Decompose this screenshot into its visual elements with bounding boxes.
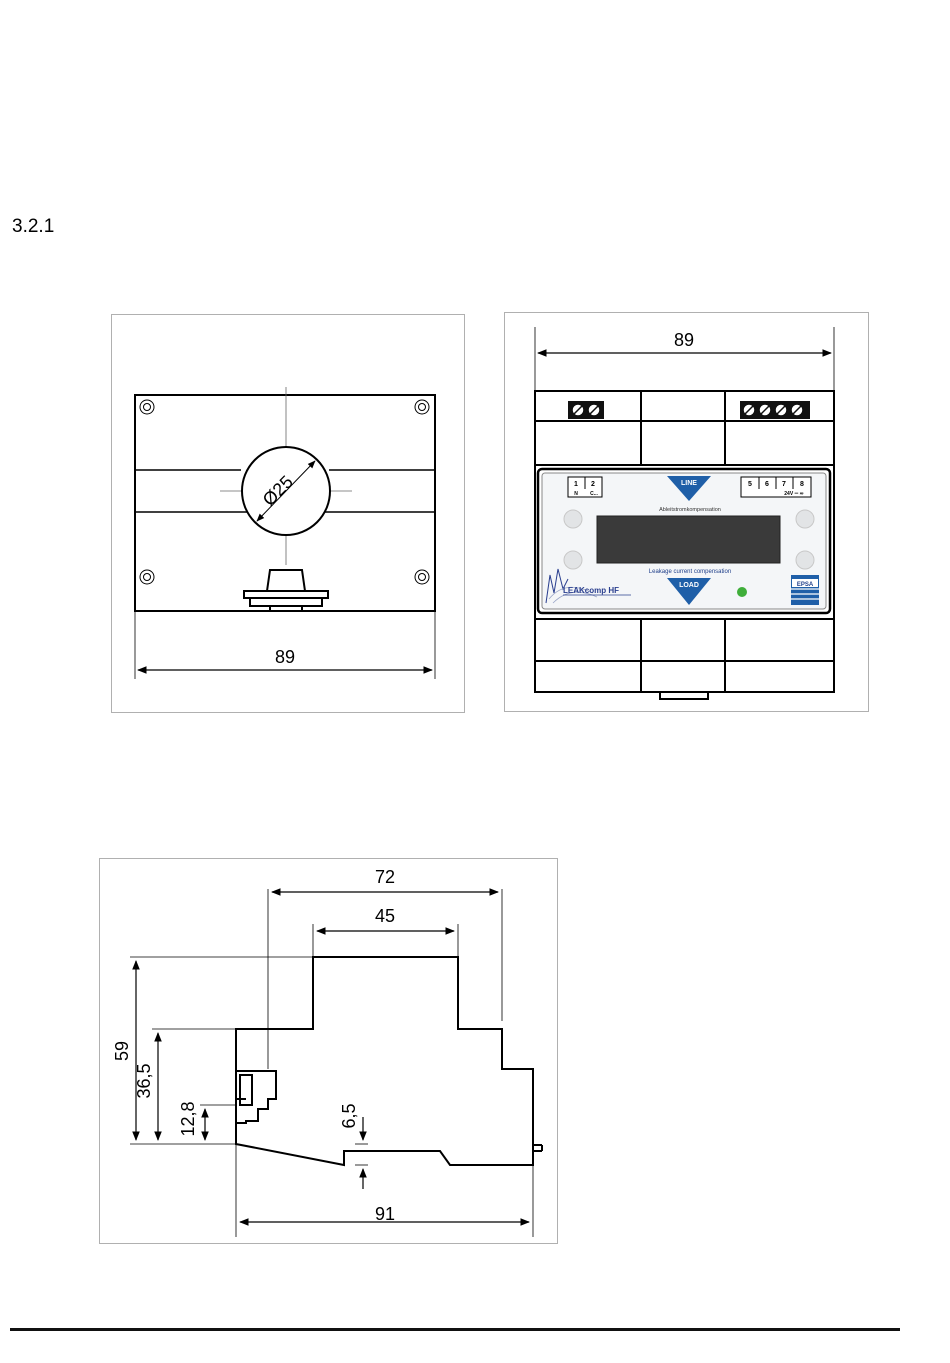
line-label: LINE bbox=[681, 480, 697, 487]
terminal-5: 5 bbox=[748, 481, 752, 488]
dim-36-5: 36,5 bbox=[134, 1063, 154, 1098]
panel-button-top-right[interactable] bbox=[796, 510, 814, 528]
dim-width-front: 89 bbox=[674, 330, 694, 350]
terminal-6: 6 bbox=[765, 481, 769, 488]
panel-button-bottom-left[interactable] bbox=[564, 551, 582, 569]
dim-6-5: 6,5 bbox=[339, 1103, 359, 1128]
terminal-1: 1 bbox=[574, 481, 578, 488]
brand-badge-text: EPSA bbox=[797, 582, 814, 588]
dim-59: 59 bbox=[112, 1041, 132, 1061]
terminal-label-n: N bbox=[574, 491, 578, 497]
dim-72: 72 bbox=[375, 867, 395, 887]
dim-91: 91 bbox=[375, 1204, 395, 1224]
panel-button-bottom-right[interactable] bbox=[796, 551, 814, 569]
footer-rule bbox=[10, 1328, 900, 1331]
status-led bbox=[737, 587, 747, 597]
text-german: Ableitstromkompensation bbox=[659, 507, 721, 513]
dim-width-top: 89 bbox=[275, 647, 295, 667]
terminal-voltage: 24V ═ ≂ bbox=[784, 491, 803, 497]
section-number: 3.2.1 bbox=[12, 216, 54, 238]
terminal-7: 7 bbox=[782, 481, 786, 488]
side-view-frame: 72 45 91 59 36,5 12,8 6,5 bbox=[99, 858, 558, 1244]
panel-button-top-left[interactable] bbox=[564, 510, 582, 528]
display-window bbox=[597, 516, 780, 563]
terminal-screws-left bbox=[568, 401, 604, 419]
side-terminal bbox=[236, 1071, 276, 1123]
side-view-drawing: 72 45 91 59 36,5 12,8 6,5 bbox=[100, 859, 557, 1243]
front-view-frame: 89 bbox=[504, 312, 869, 712]
text-english: Leakage current compensation bbox=[649, 569, 731, 575]
terminal-screws-right bbox=[740, 401, 810, 419]
terminal-2: 2 bbox=[591, 481, 595, 488]
terminal-label-c: C... bbox=[590, 491, 598, 497]
front-view-drawing: 89 bbox=[505, 313, 868, 711]
top-view-drawing: Ø25 89 bbox=[112, 315, 464, 712]
epsa-badge: EPSA bbox=[791, 575, 819, 605]
dim-12-8: 12,8 bbox=[178, 1101, 198, 1136]
dim-45: 45 bbox=[375, 906, 395, 926]
top-view-frame: Ø25 89 bbox=[111, 314, 465, 713]
terminal-8: 8 bbox=[800, 481, 804, 488]
load-label: LOAD bbox=[679, 582, 699, 589]
din-latch bbox=[244, 570, 328, 611]
side-view-housing bbox=[236, 957, 533, 1165]
logo-text: LEAKcomp HF bbox=[563, 586, 619, 595]
